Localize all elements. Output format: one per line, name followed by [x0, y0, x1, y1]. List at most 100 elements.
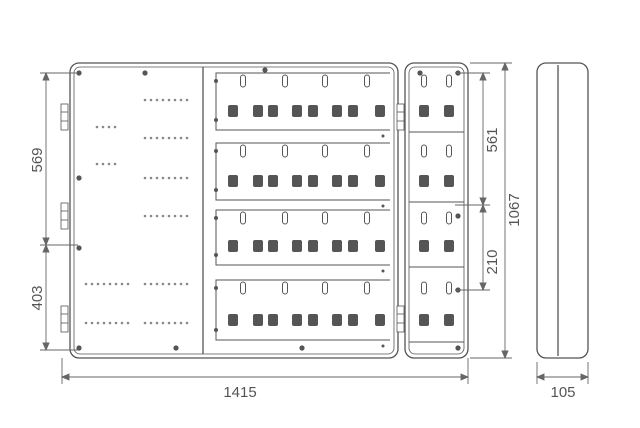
rail-clip — [364, 74, 370, 88]
hinge — [60, 202, 69, 230]
rail-clip — [282, 74, 288, 88]
side-circuit-breaker — [419, 240, 429, 252]
terminal-dot — [173, 136, 177, 140]
rail-clip — [322, 281, 328, 295]
rail-clip — [322, 144, 328, 158]
rail-clip — [240, 144, 246, 158]
terminal-dot — [101, 162, 105, 166]
rail-clip — [240, 211, 246, 225]
circuit-breaker — [228, 105, 238, 117]
module-rail-frame — [215, 279, 390, 341]
terminal-dot — [161, 98, 165, 102]
terminal-dot — [173, 282, 177, 286]
side-cabinet-outline — [404, 62, 469, 359]
side-circuit-breaker — [419, 175, 429, 187]
terminal-dot — [96, 321, 100, 325]
terminal-dot — [108, 321, 112, 325]
side-circuit-breaker — [419, 314, 429, 326]
circuit-breaker — [348, 240, 358, 252]
hinge — [60, 103, 69, 131]
dimension-arrow — [479, 71, 487, 81]
terminal-dot — [108, 282, 112, 286]
rail-clip — [322, 74, 328, 88]
side-circuit-breaker — [444, 314, 454, 326]
circuit-breaker — [268, 240, 278, 252]
hinge — [396, 103, 405, 131]
terminal-dot — [149, 98, 153, 102]
circuit-breaker — [332, 175, 342, 187]
terminal-dot — [149, 214, 153, 218]
terminal-dot — [161, 321, 165, 325]
fixing-screw — [417, 70, 423, 76]
terminal-dot — [179, 98, 183, 102]
fixing-screw — [76, 70, 82, 76]
dimension-arrow — [580, 373, 590, 381]
terminal-dot — [143, 98, 147, 102]
terminal-dot — [155, 321, 159, 325]
dimension-arrow — [479, 282, 487, 292]
mount-screw — [381, 134, 385, 138]
side-rail-clip — [446, 281, 452, 295]
side-circuit-breaker — [444, 105, 454, 117]
side-circuit-breaker — [419, 105, 429, 117]
terminal-dot — [113, 125, 117, 129]
dim-total-width: 1415 — [223, 384, 256, 401]
mount-screw — [381, 269, 385, 273]
rail-clip — [322, 211, 328, 225]
terminal-dot — [90, 282, 94, 286]
terminal-dot — [114, 321, 118, 325]
rail-clip — [240, 281, 246, 295]
terminal-dot — [143, 321, 147, 325]
circuit-breaker — [253, 314, 263, 326]
side-cabinet-inner — [408, 66, 465, 355]
dimension-arrow — [42, 342, 50, 352]
rail-clip — [282, 144, 288, 158]
rail-clip — [364, 281, 370, 295]
circuit-breaker — [375, 175, 385, 187]
terminal-dot — [155, 136, 159, 140]
circuit-breaker — [292, 105, 302, 117]
side-rail-clip — [421, 74, 427, 88]
side-rail-clip — [446, 144, 452, 158]
circuit-breaker — [268, 175, 278, 187]
dimension-arrow — [42, 237, 50, 247]
circuit-breaker — [308, 314, 318, 326]
terminal-dot — [143, 136, 147, 140]
dim-total-height: 1067 — [506, 193, 523, 226]
circuit-breaker — [348, 314, 358, 326]
dimension-arrow — [535, 373, 545, 381]
dimension-arrow — [42, 71, 50, 81]
mount-screw — [214, 216, 218, 220]
hinge — [396, 305, 405, 333]
rail-clip — [282, 211, 288, 225]
side-rail-clip — [421, 144, 427, 158]
module-rail-frame — [215, 142, 390, 201]
mount-screw — [214, 253, 218, 257]
circuit-breaker — [332, 240, 342, 252]
dimension-arrow — [42, 243, 50, 253]
circuit-breaker — [348, 175, 358, 187]
terminal-dot — [173, 176, 177, 180]
hinge — [60, 305, 69, 333]
terminal-dot — [96, 282, 100, 286]
terminal-dot — [179, 214, 183, 218]
circuit-breaker — [332, 314, 342, 326]
circuit-breaker — [228, 240, 238, 252]
terminal-dot — [84, 282, 88, 286]
circuit-breaker — [375, 105, 385, 117]
terminal-dot — [102, 321, 106, 325]
terminal-dot — [173, 321, 177, 325]
terminal-dot — [185, 98, 189, 102]
terminal-dot — [167, 176, 171, 180]
circuit-breaker — [253, 240, 263, 252]
terminal-dot — [102, 282, 106, 286]
terminal-dot — [167, 214, 171, 218]
terminal-dot — [179, 176, 183, 180]
dim-depth: 105 — [550, 384, 575, 401]
fixing-screw — [76, 245, 82, 251]
mount-screw — [214, 118, 218, 122]
circuit-breaker — [253, 105, 263, 117]
terminal-dot — [185, 282, 189, 286]
side-view-outline — [536, 62, 589, 359]
